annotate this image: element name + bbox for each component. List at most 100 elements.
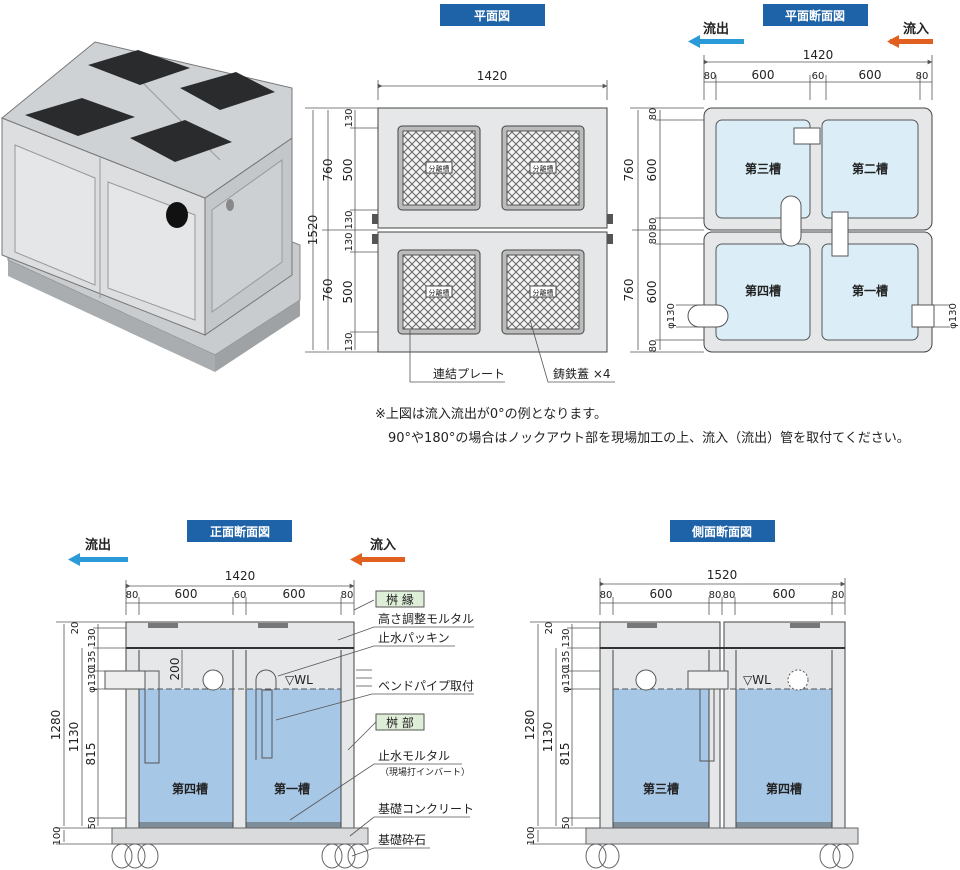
svg-text:600: 600 — [645, 159, 659, 182]
svg-text:平面断面図: 平面断面図 — [785, 8, 845, 23]
plan-section-inflow: 流入 — [887, 21, 933, 48]
outflow-arrow-icon — [688, 35, 700, 48]
svg-text:130: 130 — [87, 628, 98, 647]
front-section-view: 1420 80 600 60 600 80 ▽WL 第四槽 第一槽 — [49, 569, 474, 869]
outflow-arrow-icon — [68, 553, 80, 566]
svg-text:60: 60 — [812, 71, 825, 82]
svg-text:80: 80 — [341, 590, 354, 601]
inflow-arrow-icon — [887, 35, 899, 48]
cast-iron-cover: 分離槽 — [397, 249, 481, 335]
concrete-label: 基礎コンクリート — [378, 802, 474, 816]
svg-text:▽WL: ▽WL — [743, 673, 771, 687]
plan-width: 1420 — [477, 69, 508, 83]
svg-text:1130: 1130 — [67, 722, 81, 753]
svg-text:50: 50 — [87, 817, 98, 830]
cast-iron-cover: 分離槽 — [501, 249, 585, 335]
svg-text:135: 135 — [561, 650, 572, 669]
svg-text:80: 80 — [704, 71, 717, 82]
svg-text:600: 600 — [859, 68, 882, 82]
svg-text:平面図: 平面図 — [474, 9, 510, 23]
seal-note: （現場打インバート） — [380, 766, 470, 778]
svg-text:第四槽: 第四槽 — [172, 781, 208, 796]
svg-text:第一槽: 第一槽 — [274, 781, 310, 796]
svg-text:第三槽: 第三槽 — [643, 781, 679, 796]
plan-view: 1420 分離槽 分離槽 分離槽 分離槽 — [305, 69, 615, 383]
svg-text:80: 80 — [648, 218, 659, 231]
svg-text:600: 600 — [283, 587, 306, 601]
front-section-title: 正面断面図 — [187, 520, 292, 542]
seal-mortar-label: 止水モルタル — [378, 749, 450, 763]
svg-text:1520: 1520 — [707, 568, 738, 582]
svg-text:500: 500 — [341, 159, 355, 182]
svg-text:600: 600 — [645, 281, 659, 304]
svg-text:80: 80 — [648, 232, 659, 245]
svg-text:815: 815 — [558, 743, 572, 766]
svg-text:80: 80 — [709, 590, 722, 601]
cast-iron-cover: 分離槽 — [397, 125, 481, 211]
svg-text:第一槽: 第一槽 — [852, 283, 888, 298]
front-section-inflow: 流入 — [350, 537, 405, 566]
svg-text:第二槽: 第二槽 — [852, 161, 888, 176]
cast-iron-cover-label: 鋳鉄蓋 ×4 — [553, 366, 611, 381]
svg-text:流入: 流入 — [903, 21, 929, 37]
svg-text:流出: 流出 — [85, 537, 111, 553]
svg-text:80: 80 — [723, 590, 736, 601]
product-illustration — [1, 41, 301, 372]
svg-text:1420: 1420 — [803, 48, 834, 62]
note-line-1: ※上図は流入流出が0°の例となります。 — [375, 407, 607, 422]
connecting-plate — [607, 234, 613, 244]
svg-text:分離槽: 分離槽 — [429, 288, 450, 297]
svg-text:第三槽: 第三槽 — [745, 161, 781, 176]
svg-text:第四槽: 第四槽 — [766, 781, 802, 796]
svg-text:第四槽: 第四槽 — [745, 283, 781, 298]
svg-text:80: 80 — [648, 108, 659, 121]
connecting-plate — [372, 214, 378, 224]
svg-text:1420: 1420 — [225, 569, 256, 583]
plan-title: 平面図 — [440, 4, 545, 26]
svg-text:760: 760 — [622, 279, 636, 302]
svg-text:600: 600 — [175, 587, 198, 601]
svg-text:▽WL: ▽WL — [285, 673, 313, 687]
rim-label: 桝 縁 — [386, 592, 414, 607]
svg-text:200: 200 — [168, 658, 182, 681]
svg-text:1280: 1280 — [49, 710, 63, 741]
svg-text:80: 80 — [832, 590, 845, 601]
svg-text:760: 760 — [622, 159, 636, 182]
gravel-label: 基礎砕石 — [378, 832, 426, 847]
svg-text:50: 50 — [561, 817, 572, 830]
svg-text:60: 60 — [234, 590, 247, 601]
svg-text:正面断面図: 正面断面図 — [210, 524, 270, 539]
svg-text:1130: 1130 — [541, 722, 555, 753]
note-line-2: 90°や180°の場合はノックアウト部を現場加工の上、流入（流出）管を取付てくだ… — [388, 431, 910, 446]
plan-section-view: 1420 80 600 60 600 80 第三槽 第二槽 第四槽 第一槽 76… — [622, 48, 959, 353]
svg-text:φ130: φ130 — [666, 303, 677, 329]
body-label: 桝 部 — [386, 715, 414, 730]
svg-text:1280: 1280 — [523, 710, 537, 741]
pipe-hole-icon — [166, 202, 188, 228]
svg-text:80: 80 — [600, 590, 613, 601]
svg-text:80: 80 — [648, 340, 659, 353]
connecting-plate-label: 連結プレート — [433, 367, 505, 381]
svg-text:1520: 1520 — [306, 215, 320, 246]
svg-text:分離槽: 分離槽 — [533, 288, 554, 297]
svg-text:80: 80 — [916, 71, 929, 82]
svg-text:100: 100 — [526, 826, 537, 845]
svg-text:20: 20 — [544, 622, 555, 635]
connecting-plate — [372, 234, 378, 244]
gravel-base — [585, 843, 854, 869]
svg-text:130: 130 — [344, 210, 355, 229]
svg-text:流入: 流入 — [370, 537, 396, 553]
bend-pipe-label: ベンドパイプ取付 — [378, 679, 474, 693]
plan-section-outflow: 流出 — [688, 21, 744, 48]
svg-text:815: 815 — [84, 743, 98, 766]
svg-text:側面断面図: 側面断面図 — [691, 524, 752, 539]
svg-text:130: 130 — [344, 232, 355, 251]
svg-text:130: 130 — [344, 108, 355, 127]
svg-text:分離槽: 分離槽 — [429, 164, 450, 173]
svg-text:760: 760 — [321, 279, 335, 302]
svg-text:φ130: φ130 — [948, 303, 959, 329]
front-section-outflow: 流出 — [68, 537, 128, 566]
svg-text:130: 130 — [344, 332, 355, 351]
svg-text:分離槽: 分離槽 — [533, 164, 554, 173]
